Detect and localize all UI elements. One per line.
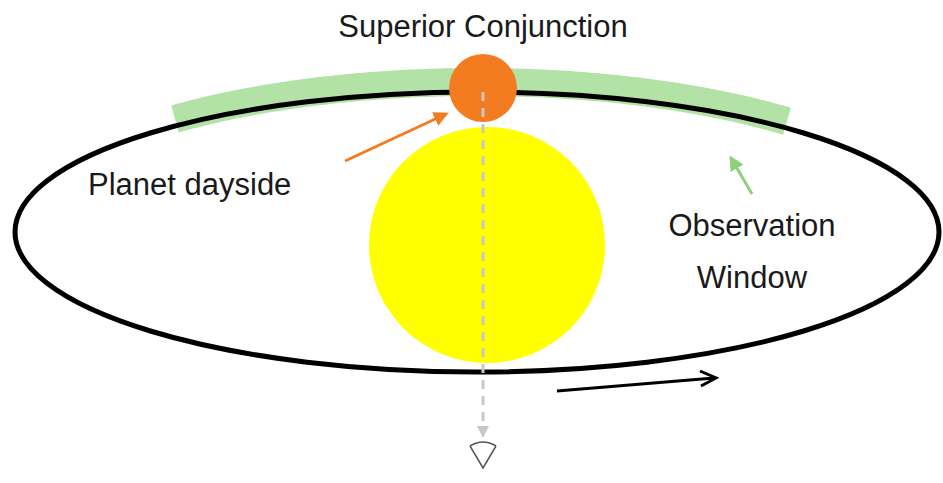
observer-eye xyxy=(470,442,496,468)
dayside-pointer xyxy=(345,114,446,161)
line-of-sight xyxy=(482,92,485,432)
star-disk xyxy=(369,127,605,363)
callout-label: Observation Window xyxy=(637,200,867,304)
orbit-direction-arrow xyxy=(557,371,716,391)
heading-label: Superior Conjunction xyxy=(338,8,628,45)
orbit-ellipse xyxy=(15,92,939,372)
window-pointer xyxy=(731,158,752,194)
callout-label: Planet dayside xyxy=(88,166,291,203)
